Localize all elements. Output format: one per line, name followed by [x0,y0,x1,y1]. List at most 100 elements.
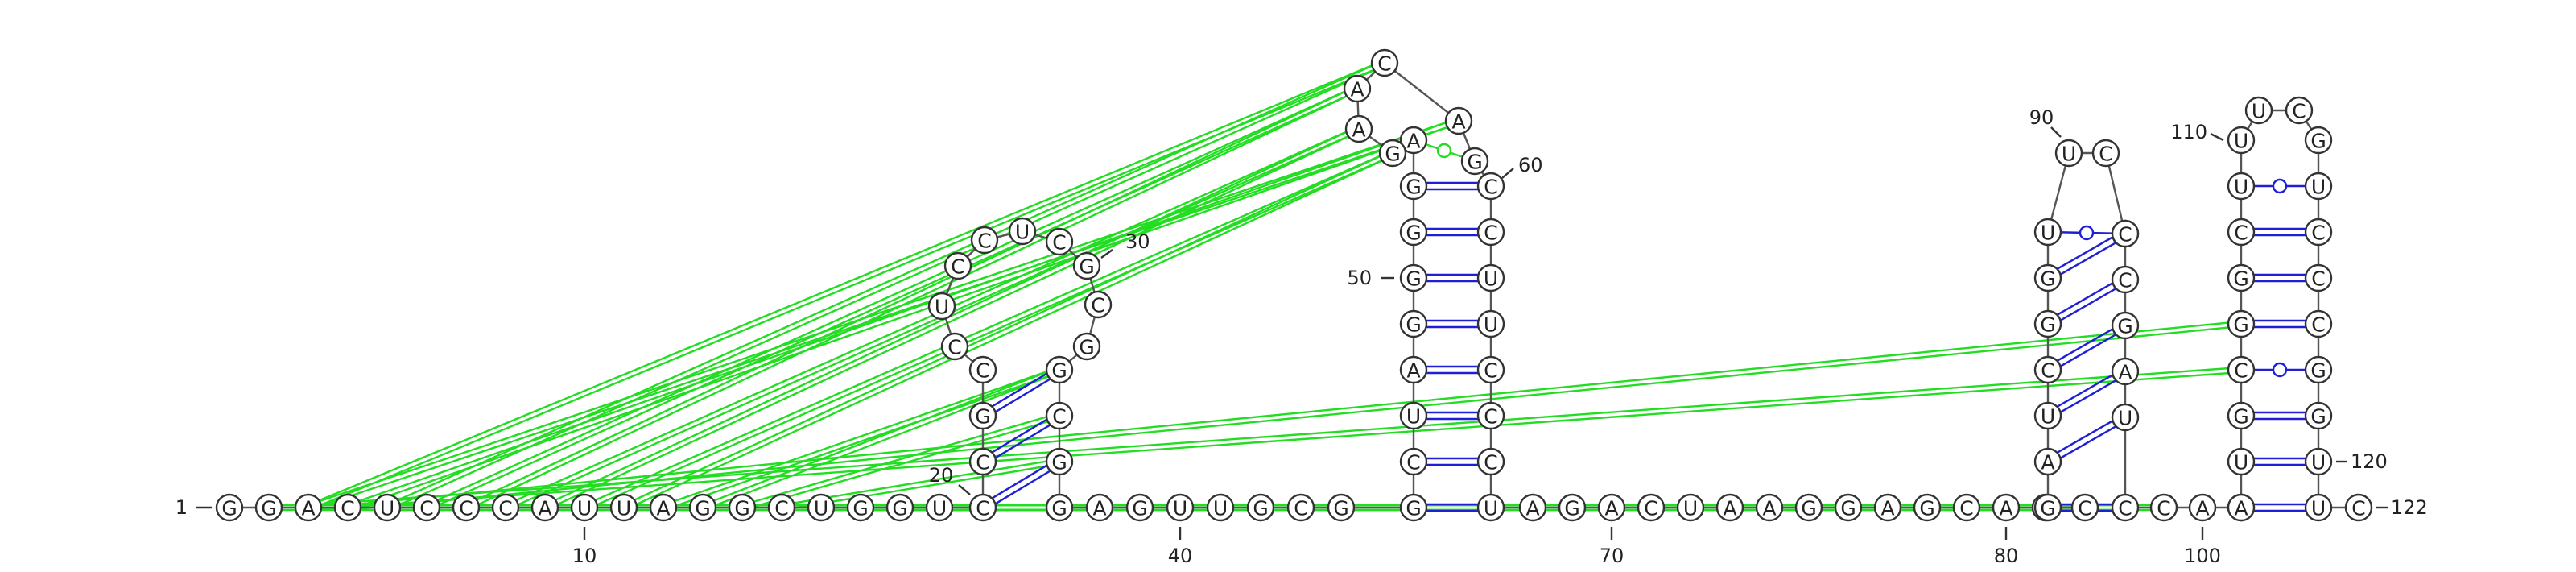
wobble-base-pair-marker [2079,225,2095,241]
pseudoknot-link [624,154,1394,511]
pseudoknot-link [742,417,1061,512]
nucleotide-circle [2304,309,2333,338]
nucleotide-circle [2304,401,2333,430]
nucleotide-letter: U [2234,176,2248,199]
pseudoknot-link [701,367,1059,507]
nucleotide-76: G [1834,493,1863,522]
nucleotide-letter: G [892,497,907,520]
nucleotide-22: G [968,401,997,430]
nucleotide-circle [2227,263,2256,292]
nucleotide-104: G [2227,401,2256,430]
nucleotide-circle [649,493,678,522]
nucleotide-circle [609,493,638,522]
nucleotide-circle [2227,493,2256,522]
nucleotide-circle [1378,139,1407,168]
nucleotide-circle [728,493,757,522]
nucleotide-circle [2285,96,2314,125]
nucleotide-14: G [728,493,757,522]
nucleotide-47: U [1399,401,1428,430]
nucleotide-74: A [1755,493,1784,522]
nucleotide-27: C [970,226,999,255]
nucleotide-letter: U [935,296,949,319]
nucleotide-66: C [1476,447,1505,476]
pseudoknot-link [308,122,1460,511]
nucleotide-circle [2033,447,2062,476]
nucleotide-circle [1399,309,1428,338]
nucleotide-88: G [2033,263,2062,292]
nucleotide-16: U [807,493,836,522]
nucleotide-letter: A [1451,110,1465,134]
nucleotide-107: G [2227,263,2256,292]
nucleotide-circle [2111,403,2140,432]
nucleotide-43: C [1286,493,1315,522]
nucleotide-71: C [1637,493,1666,522]
nucleotide-110: U [2227,126,2256,155]
nucleotide-64: C [1476,355,1505,384]
nucleotide-103: U [2227,447,2256,476]
nucleotide-letter: A [538,497,551,520]
nucleotide-circle [1476,447,1505,476]
nucleotide-letter: A [301,497,315,520]
nucleotide-circle [1597,493,1626,522]
nucleotide-50: G [1399,263,1428,292]
canonical-base-pair [980,458,1059,506]
nucleotide-letter: G [2233,267,2248,291]
nucleotide-letter: G [1079,336,1094,359]
nucleotide-circle [846,493,875,522]
nucleotide-letter: A [656,497,670,520]
nucleotide-letter: C [1644,497,1657,520]
nucleotide-circle [1246,493,1275,522]
nucleotide-38: A [1085,493,1114,522]
pseudoknot-wobble-pair-marker [1436,143,1452,159]
nucleotide-41: U [1206,493,1235,522]
nucleotide-11: U [609,493,638,522]
nucleotide-19: U [925,493,954,522]
nucleotide-circle [2244,96,2273,125]
nucleotide-letter: C [2292,100,2306,123]
nucleotide-circle [1399,355,1428,384]
nucleotide-54: G [1378,139,1407,168]
nucleotide-letter: G [261,497,276,520]
nucleotide-letter: G [852,497,868,520]
nucleotide-letter: A [1092,497,1106,520]
nucleotide-letter: G [1406,222,1421,245]
nucleotide-letter: C [1484,405,1497,429]
nucleotide-letter: G [1406,497,1421,520]
nucleotide-letter: C [459,497,473,520]
pseudoknot-link [584,154,1394,511]
nucleotide-letter: U [2041,405,2055,429]
nucleotide-circle [1834,493,1863,522]
position-label: 120 [2351,450,2388,473]
nucleotide-circle [2111,493,2140,522]
nucleotide-circle [254,493,283,522]
nucleotide-letter: C [2311,313,2325,337]
nucleotide-18: G [886,493,914,522]
canonical-base-pair [2049,235,2128,282]
nucleotide-circle [2033,401,2062,430]
nucleotide-letter: U [2252,100,2266,123]
nucleotide-93: C [2111,219,2140,248]
pseudoknot-link [741,412,1059,507]
nucleotide-circle [294,493,323,522]
nucleotide-circle [2227,355,2256,384]
nucleotide-circle [2304,493,2333,522]
nucleotide-letter: A [1406,130,1420,153]
nucleotide-letter: A [1999,497,2013,520]
position-label: 90 [2029,106,2054,129]
nucleotide-114: U [2304,172,2333,201]
nucleotide-letter: C [2099,143,2112,166]
nucleotide-letter: C [951,255,964,279]
nucleotide-12: A [649,493,678,522]
canonical-base-pair [2049,327,2128,374]
nucleotide-7: C [452,493,481,522]
nucleotide-circle [2033,218,2062,247]
nucleotide-letter: C [1052,405,1066,429]
nucleotide-115: C [2304,218,2333,247]
nucleotide-circle [2304,447,2333,476]
position-tick [958,484,971,495]
nucleotide-42: G [1246,493,1275,522]
nucleotide-circle [2227,401,2256,430]
nucleotide-33: G [1045,355,1074,384]
nucleotide-circle [2344,493,2373,522]
nucleotide-letter: G [734,497,749,520]
